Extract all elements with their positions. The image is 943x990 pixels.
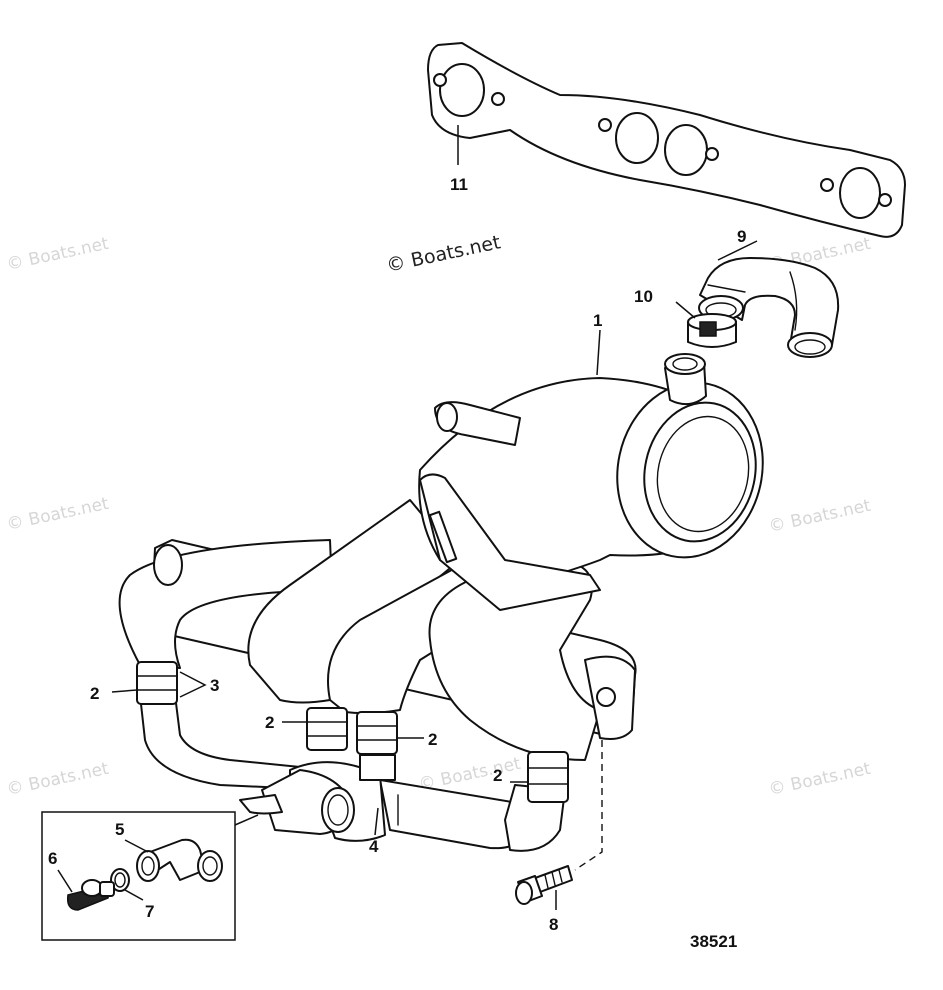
exhaust-manifold-elbow-icon [118, 353, 764, 761]
callout-8: 8 [549, 915, 558, 934]
callout-7: 7 [145, 902, 154, 921]
watermark-right-mid: © Boats.net [767, 496, 873, 537]
leader-9 [717, 240, 758, 261]
inset-box: 5 7 6 [41, 811, 259, 941]
callout-2d: 2 [493, 766, 502, 785]
leader-10 [675, 301, 696, 319]
callout-2b: 2 [265, 713, 274, 732]
callout-3: 3 [210, 676, 219, 695]
callout-9: 9 [737, 227, 746, 246]
watermark-left-mid: © Boats.net [5, 494, 111, 535]
o-ring-icon [110, 868, 130, 892]
leader-3 [179, 671, 207, 698]
diagram-number: 38521 [690, 932, 737, 951]
callout-10: 10 [634, 287, 653, 306]
watermark-left-bottom: © Boats.net [5, 759, 111, 800]
elbow-fitting-icon [136, 838, 223, 882]
callout-4: 4 [369, 837, 379, 856]
leader-2a [111, 689, 138, 693]
leader-6 [57, 869, 73, 893]
leader-7 [124, 889, 144, 901]
callout-6: 6 [48, 849, 57, 868]
water-hose-assembly-icon [139, 694, 566, 852]
leader-4 [374, 807, 379, 836]
alignment-line [574, 740, 603, 871]
leader-1 [596, 329, 601, 376]
leader-5 [124, 839, 149, 853]
watermark-right-bottom: © Boats.net [767, 759, 873, 800]
drain-plug-icon [66, 879, 115, 911]
callout-2a: 2 [90, 684, 99, 703]
callout-2c: 2 [428, 730, 437, 749]
bolt-icon [515, 865, 573, 905]
u-hose-icon [698, 257, 840, 358]
hose-clamp-icon [136, 661, 569, 803]
gasket-icon [427, 42, 906, 238]
clamp-icon [687, 313, 737, 348]
watermark-main: © Boats.net [384, 231, 502, 277]
callout-11: 11 [450, 175, 468, 194]
watermark-left-top: © Boats.net [5, 234, 111, 275]
inset-leader [234, 814, 259, 826]
callout-1: 1 [593, 311, 602, 330]
callout-5: 5 [115, 820, 124, 839]
